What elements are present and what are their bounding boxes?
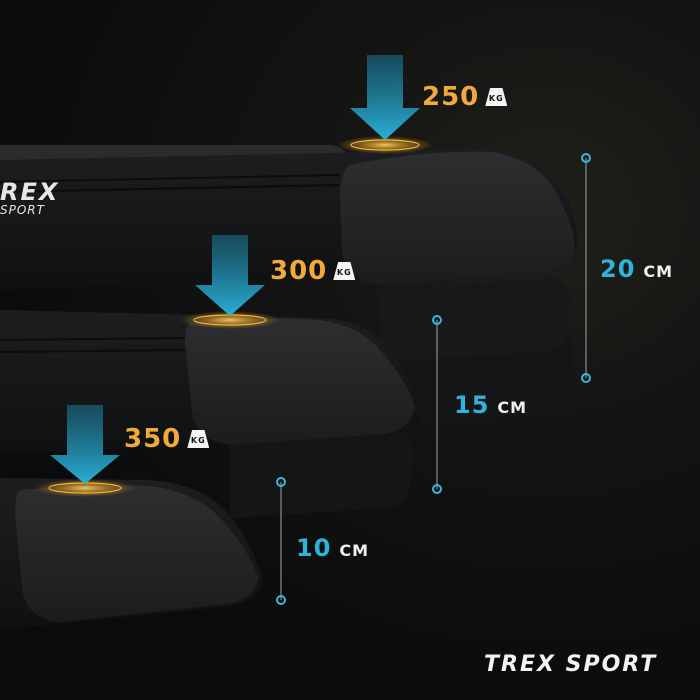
arrow-down-icon — [50, 405, 120, 484]
platform-20cm — [0, 145, 578, 425]
height-label-20: 20 CM — [600, 255, 673, 283]
dimension-20cm — [581, 153, 591, 383]
load-value: 250 — [422, 82, 480, 112]
product-logo-main: REX — [0, 178, 60, 206]
glow-pad — [337, 136, 433, 154]
platform-15cm-groove — [0, 337, 186, 341]
height-unit: CM — [643, 262, 674, 281]
platform-20cm-cap — [340, 151, 576, 285]
platform-15cm-groove-2 — [0, 349, 186, 353]
load-label-350: 350 KG — [124, 424, 210, 454]
platform-20cm-riser-upper — [380, 278, 571, 362]
dimension-10cm — [276, 477, 286, 605]
platform-15cm-riser — [230, 432, 415, 518]
height-value: 15 — [454, 391, 490, 419]
load-arrow-250 — [337, 55, 433, 154]
brand-logo: TREX SPORT — [484, 652, 658, 677]
height-value: 10 — [296, 534, 332, 562]
glow-pad — [35, 479, 135, 497]
platform-20cm-groove — [0, 174, 341, 183]
weight-kg-icon: KG — [485, 88, 508, 106]
platform-15cm — [0, 310, 418, 518]
load-label-300: 300 KG — [270, 256, 356, 286]
height-value: 20 — [600, 255, 636, 283]
arrow-down-icon — [195, 235, 265, 316]
height-label-15: 15 CM — [454, 391, 527, 419]
platform-10cm — [0, 478, 262, 630]
product-logo: REX SPORT — [0, 180, 59, 216]
platform-15cm-cap — [185, 318, 415, 445]
load-value: 350 — [124, 424, 182, 454]
platform-10cm-cap — [15, 485, 258, 622]
product-logo-sub: SPORT — [0, 203, 45, 217]
load-arrow-300 — [180, 235, 280, 329]
glow-pad — [180, 311, 280, 329]
height-unit: CM — [339, 541, 370, 560]
load-value: 300 — [270, 256, 328, 286]
load-label-250: 250 KG — [422, 82, 508, 112]
height-label-10: 10 CM — [296, 534, 369, 562]
platform-20cm-groove-2 — [0, 184, 341, 193]
height-unit: CM — [497, 398, 528, 417]
weight-kg-icon: KG — [333, 262, 356, 280]
weight-kg-icon: KG — [187, 430, 210, 448]
arrow-down-icon — [350, 55, 420, 140]
load-arrow-350 — [35, 405, 135, 497]
dimension-15cm — [432, 315, 442, 494]
